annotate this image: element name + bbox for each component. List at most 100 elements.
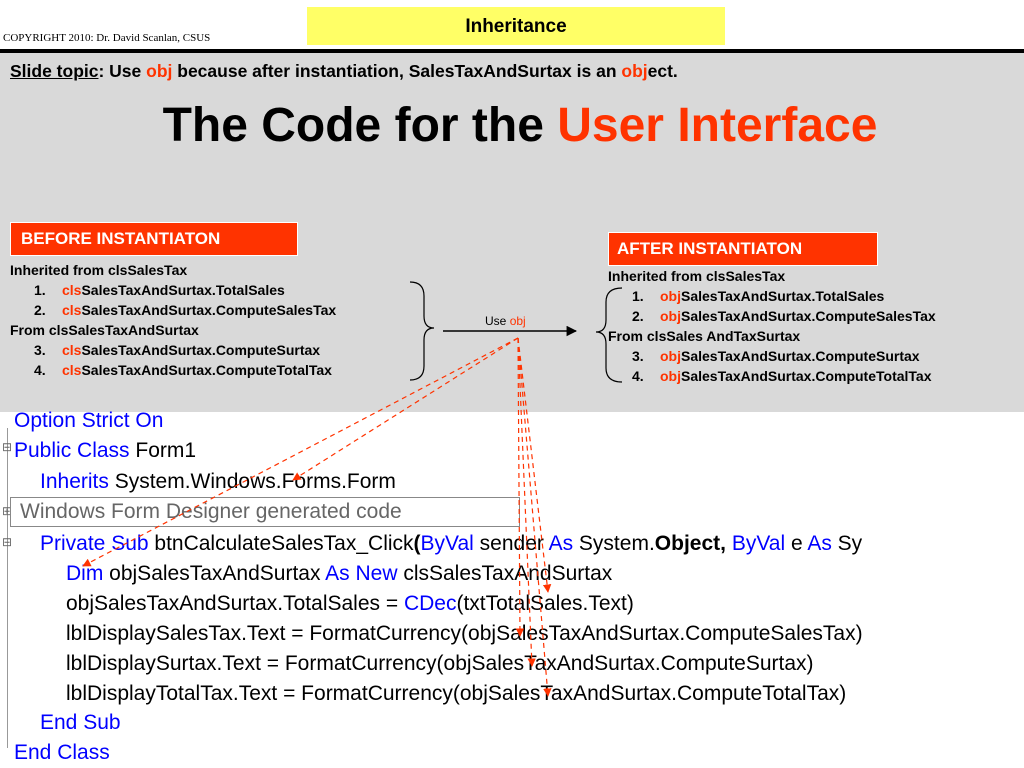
expand-icon[interactable]: ⊞ xyxy=(2,504,13,518)
topic-obj2: obj xyxy=(621,61,648,81)
code-keyword: As xyxy=(548,532,574,555)
code-keyword: Private Sub xyxy=(40,532,149,555)
code-line: End Class xyxy=(14,741,110,765)
code-line: lblDisplayTotalTax.Text = FormatCurrency… xyxy=(66,682,846,706)
topic-colon: : Use xyxy=(98,61,147,81)
left-brace xyxy=(409,281,435,381)
list-item: 3.clsSalesTaxAndSurtax.ComputeSurtax xyxy=(10,340,336,360)
code-keyword: Inherits xyxy=(40,470,109,493)
after-badge: AFTER INSTANTIATON xyxy=(608,232,878,266)
right-brace xyxy=(595,287,623,383)
after-list: Inherited from clsSalesTax 1.objSalesTax… xyxy=(608,266,936,386)
code-line: Dim objSalesTaxAndSurtax As New clsSales… xyxy=(66,562,612,586)
collapse-icon[interactable]: ⊟ xyxy=(2,440,13,454)
code-keyword: End Sub xyxy=(40,711,121,734)
item-prefix: obj xyxy=(660,308,681,324)
before-from: From clsSalesTaxAndSurtax xyxy=(10,322,199,338)
item-prefix: cls xyxy=(62,302,82,318)
code-line: Private Sub btnCalculateSalesTax_Click(B… xyxy=(40,532,862,556)
code-text: lblDisplaySalesTax.Text = FormatCurrency… xyxy=(66,622,863,645)
item-prefix: obj xyxy=(660,288,681,304)
title-highlight xyxy=(307,7,725,45)
code-text: Sy xyxy=(831,532,863,555)
heading-black: The Code for the xyxy=(162,99,558,152)
code-text: System.Windows.Forms.Form xyxy=(108,470,396,493)
slide-title: Inheritance xyxy=(465,16,567,37)
code-keyword: Dim xyxy=(66,562,104,585)
code-line: Option Strict On xyxy=(14,409,163,433)
code-keyword: Public Class xyxy=(14,439,130,462)
code-text: lblDisplaySurtax.Text = FormatCurrency(o… xyxy=(66,652,814,675)
item-number: 4. xyxy=(632,368,644,384)
list-item: 4. objSalesTaxAndSurtax.ComputeTotalTax xyxy=(608,366,936,386)
before-inherited: Inherited from clsSalesTax xyxy=(10,262,188,278)
dashed-arrow xyxy=(517,337,552,593)
header-rule xyxy=(0,49,1024,53)
item-number: 4. xyxy=(34,362,46,378)
item-text: SalesTaxAndSurtax.ComputeSalesTax xyxy=(81,302,337,318)
item-prefix: cls xyxy=(62,342,82,358)
code-keyword: As New xyxy=(325,562,398,585)
page-heading: The Code for the User Interface xyxy=(0,98,1024,153)
item-text: SalesTaxAndSurtax.ComputeTotalTax xyxy=(681,368,932,384)
code-line: lblDisplaySurtax.Text = FormatCurrency(o… xyxy=(66,652,814,676)
arrow-label-use: Use xyxy=(485,314,510,328)
arrow-label: Use obj xyxy=(485,314,526,328)
code-text: ( xyxy=(413,532,421,555)
code-text: e xyxy=(785,532,808,555)
dashed-arrow xyxy=(515,337,525,637)
dashed-arrow xyxy=(82,337,519,567)
list-item: 4. clsSalesTaxAndSurtax.ComputeTotalTax xyxy=(10,360,336,380)
code-keyword: CDec xyxy=(403,592,457,615)
code-text: btnCalculateSalesTax_Click xyxy=(148,532,414,555)
item-text: SalesTaxAndSurtax.ComputeSalesTax xyxy=(681,308,936,324)
after-from: From clsSales AndTaxSurtax xyxy=(608,328,801,344)
item-prefix: obj xyxy=(660,368,681,384)
code-line: End Sub xyxy=(40,711,121,735)
code-text: lblDisplayTotalTax.Text = FormatCurrency… xyxy=(66,682,847,705)
item-prefix: cls xyxy=(62,362,82,378)
item-prefix: cls xyxy=(62,282,82,298)
before-badge: BEFORE INSTANTIATON xyxy=(10,222,298,256)
list-item: 1.objSalesTaxAndSurtax.TotalSales xyxy=(608,286,936,306)
copyright: COPYRIGHT 2010: Dr. David Scanlan, CSUS xyxy=(3,32,211,44)
list-item: 3. objSalesTaxAndSurtax.ComputeSurtax xyxy=(608,346,936,366)
code-keyword: Option Strict On xyxy=(14,409,164,432)
code-text: clsSalesTaxAndSurtax xyxy=(397,562,613,585)
item-text: SalesTaxAndSurtax.ComputeSurtax xyxy=(681,348,920,364)
code-line: Public Class Form1 xyxy=(14,439,196,463)
item-number: 1. xyxy=(34,282,46,298)
item-number: 2. xyxy=(34,302,46,318)
code-text: (txtTotalSales.Text) xyxy=(456,592,634,615)
item-number: 2. xyxy=(632,308,644,324)
code-text: System. xyxy=(573,532,655,555)
code-keyword: ByVal xyxy=(420,532,474,555)
topic-obj: obj xyxy=(146,61,173,81)
code-text: Form1 xyxy=(129,439,197,462)
item-number: 3. xyxy=(632,348,644,364)
topic-label: Slide topic xyxy=(10,61,99,81)
arrow-label-obj: obj xyxy=(509,314,526,328)
collapse-icon[interactable]: ⊟ xyxy=(2,535,13,549)
heading-red: User Interface xyxy=(557,99,878,152)
item-prefix: obj xyxy=(660,348,681,364)
code-line: objSalesTaxAndSurtax.TotalSales = CDec(t… xyxy=(66,592,634,616)
slide-topic: Slide topic: Use obj because after insta… xyxy=(10,61,678,82)
outline-guide xyxy=(7,428,8,748)
dashed-arrow xyxy=(517,337,536,667)
dashed-arrow xyxy=(517,337,552,697)
list-item: 2. clsSalesTaxAndSurtax.ComputeSalesTax xyxy=(10,300,336,320)
code-region-label: Windows Form Designer generated code xyxy=(20,500,402,523)
code-text: sender xyxy=(473,532,549,555)
list-item: 2. objSalesTaxAndSurtax.ComputeSalesTax xyxy=(608,306,936,326)
code-keyword: End Class xyxy=(14,741,110,764)
code-keyword: As xyxy=(807,532,832,555)
item-text: SalesTaxAndSurtax.ComputeTotalTax xyxy=(81,362,332,378)
code-keyword: ByVal xyxy=(731,532,786,555)
topic-middle: because after instantiation, SalesTaxAnd… xyxy=(172,61,622,81)
item-text: SalesTaxAndSurtax.TotalSales xyxy=(681,288,885,304)
code-line: Windows Form Designer generated code xyxy=(20,500,402,524)
before-list: Inherited from clsSalesTax 1.clsSalesTax… xyxy=(10,260,336,380)
